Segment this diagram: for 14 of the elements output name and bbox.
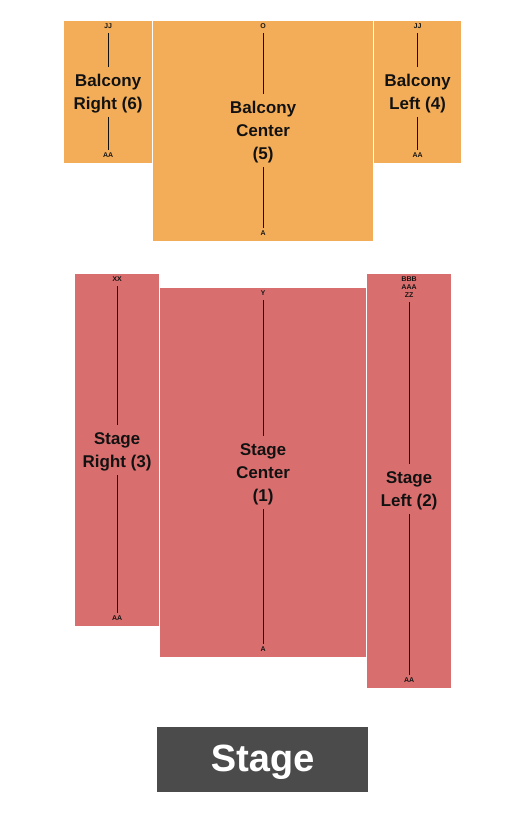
section-name: Stage Right (3) [82, 428, 152, 472]
seating-section [374, 21, 461, 163]
seating-section [64, 21, 152, 163]
section-name: Balcony Right (6) [72, 70, 144, 114]
seating-section [367, 274, 451, 688]
section-name: Stage Left (2) [380, 466, 438, 512]
section-name: Balcony Center (5) [228, 97, 298, 165]
seating-section [153, 21, 373, 241]
seating-section [75, 274, 159, 626]
section-name: Stage Center (1) [235, 438, 291, 506]
section-name: Balcony Left (4) [383, 70, 452, 114]
seating-section [160, 288, 366, 657]
stage-block [157, 727, 368, 792]
stage-label: Stage [210, 737, 314, 781]
